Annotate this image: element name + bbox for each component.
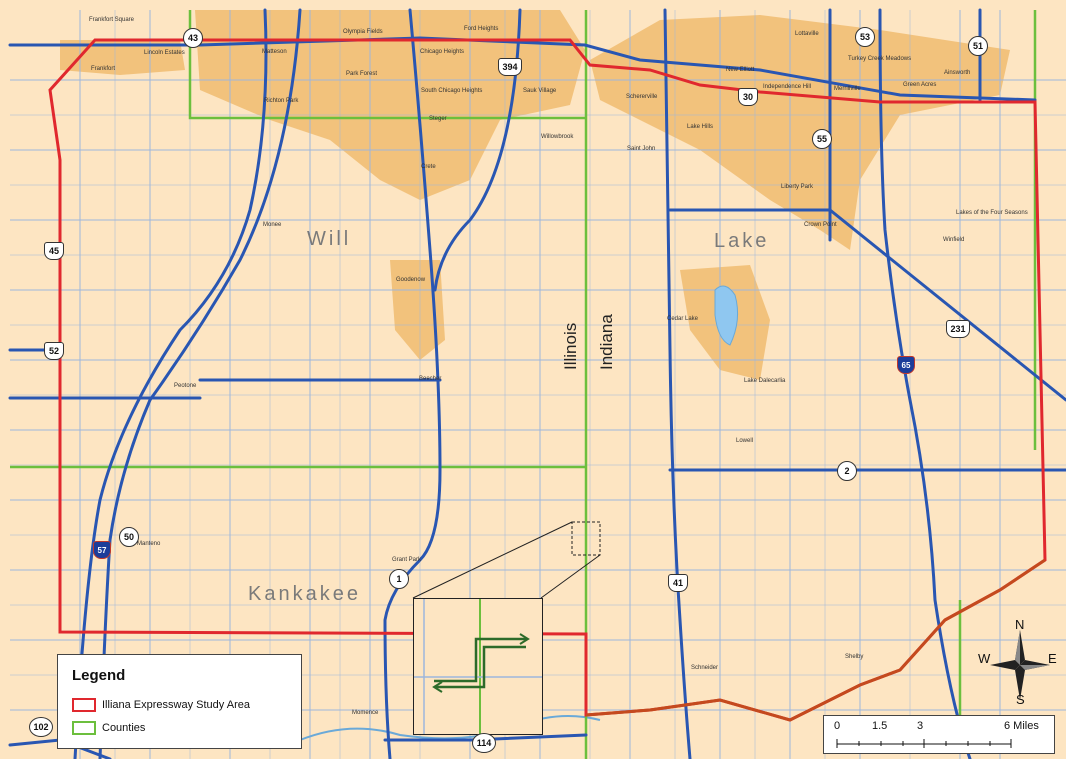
route-shield-30: 30	[738, 88, 758, 106]
town-label: Liberty Park	[781, 184, 814, 190]
town-label: Schererville	[626, 94, 658, 100]
legend-item-label: Illiana Expressway Study Area	[102, 699, 250, 711]
town-label: Beecher	[419, 376, 442, 382]
town-label: Manteno	[137, 541, 161, 547]
scale-label-3: 3	[917, 720, 924, 732]
legend-title: Legend	[72, 667, 126, 684]
town-label: Chicago Heights	[420, 49, 465, 55]
counties-swatch	[72, 721, 96, 735]
town-label: Lake Hills	[687, 124, 714, 130]
town-label: Turkey Creek Meadows	[848, 56, 912, 62]
interchange-detail-inset	[413, 598, 543, 735]
town-label: Ford Heights	[464, 26, 499, 32]
interstate-shield-57: 57	[93, 541, 111, 559]
town-label: Matteson	[262, 49, 287, 55]
county-label-lake: Lake	[714, 230, 770, 252]
route-shield-45: 45	[44, 242, 64, 260]
legend-item-study-area: Illiana Expressway Study Area	[72, 698, 250, 712]
town-label: Willowbrook	[541, 134, 574, 140]
town-label: Independence Hill	[763, 84, 812, 90]
scale-bar: 0 1.5 3 6 Miles	[823, 715, 1055, 754]
town-label: Lottaville	[795, 31, 819, 37]
route-shield-102: 102	[29, 717, 53, 737]
town-label: Peotone	[174, 383, 197, 389]
town-label: Olympia Fields	[343, 29, 383, 35]
study-area-swatch	[72, 698, 96, 712]
town-label: Sauk Village	[523, 88, 557, 94]
town-label: Lake Dalecarlia	[744, 378, 786, 384]
town-label: Crete	[421, 164, 436, 170]
town-label: Winfield	[943, 237, 965, 243]
town-label: Schneider	[691, 665, 719, 671]
map-legend: Legend Illiana Expressway Study Area Cou…	[57, 654, 302, 749]
route-shield-41: 41	[668, 574, 688, 592]
urban-areas	[60, 10, 1010, 380]
town-label: Goodenow	[396, 277, 426, 283]
route-shield-2: 2	[837, 461, 857, 481]
town-label: Crown Point	[804, 222, 837, 228]
inset-pointer	[412, 521, 601, 599]
compass-e: E	[1048, 651, 1057, 666]
town-label: Momence	[352, 710, 379, 716]
route-shield-231: 231	[946, 320, 970, 338]
route-shield-43: 43	[183, 28, 203, 48]
town-label: Monee	[263, 222, 282, 228]
town-label: Cedar Lake	[667, 316, 699, 322]
town-label: Frankfort	[91, 66, 116, 72]
town-label: Lowell	[736, 438, 754, 444]
scale-bar-ticks	[836, 739, 1012, 748]
route-shield-394: 394	[498, 58, 522, 76]
route-shield-55: 55	[812, 129, 832, 149]
town-label: Saint John	[627, 146, 656, 152]
route-shield-51: 51	[968, 36, 988, 56]
town-label: Lakes of the Four Seasons	[956, 210, 1028, 216]
town-label: Park Forest	[346, 71, 378, 77]
compass-w: W	[978, 651, 991, 666]
county-label-kankakee: Kankakee	[248, 583, 361, 605]
town-label: Ainsworth	[944, 70, 971, 76]
route-shield-52: 52	[44, 342, 64, 360]
state-label-indiana: Indiana	[597, 314, 616, 370]
town-label: Green Acres	[903, 82, 937, 88]
north-arrow-compass: N S W E	[978, 617, 1058, 710]
town-label: South Chicago Heights	[421, 88, 483, 94]
route-shield-114: 114	[472, 733, 496, 753]
water-features	[299, 285, 739, 741]
town-label: Grant Park	[392, 557, 422, 563]
scale-label-1-5: 1.5	[872, 720, 888, 732]
town-label: Lincoln Estates	[144, 50, 185, 56]
interstate-shield-65: 65	[897, 356, 915, 374]
state-label-illinois: Illinois	[561, 322, 580, 370]
town-label: Merrillville	[834, 86, 861, 92]
compass-n: N	[1015, 617, 1025, 632]
county-label-will: Will	[307, 228, 352, 250]
town-label: New Elliott	[726, 67, 755, 73]
town-label: Steger	[429, 116, 447, 122]
route-shield-53: 53	[855, 27, 875, 47]
town-label: Shelby	[845, 654, 864, 660]
scale-label-0: 0	[834, 720, 841, 732]
compass-s: S	[1016, 692, 1025, 707]
interchange-detail-graphic	[414, 599, 542, 734]
compass-rose-icon	[990, 630, 1050, 700]
route-shield-1: 1	[389, 569, 409, 589]
town-label: Richton Park	[264, 98, 299, 104]
town-label: Frankfort Square	[89, 17, 135, 23]
route-shield-50: 50	[119, 527, 139, 547]
scale-label-6-miles: 6 Miles	[1004, 720, 1039, 732]
study-area-boundary	[48, 38, 1047, 722]
legend-item-counties: Counties	[72, 721, 145, 735]
legend-item-label: Counties	[102, 722, 146, 734]
